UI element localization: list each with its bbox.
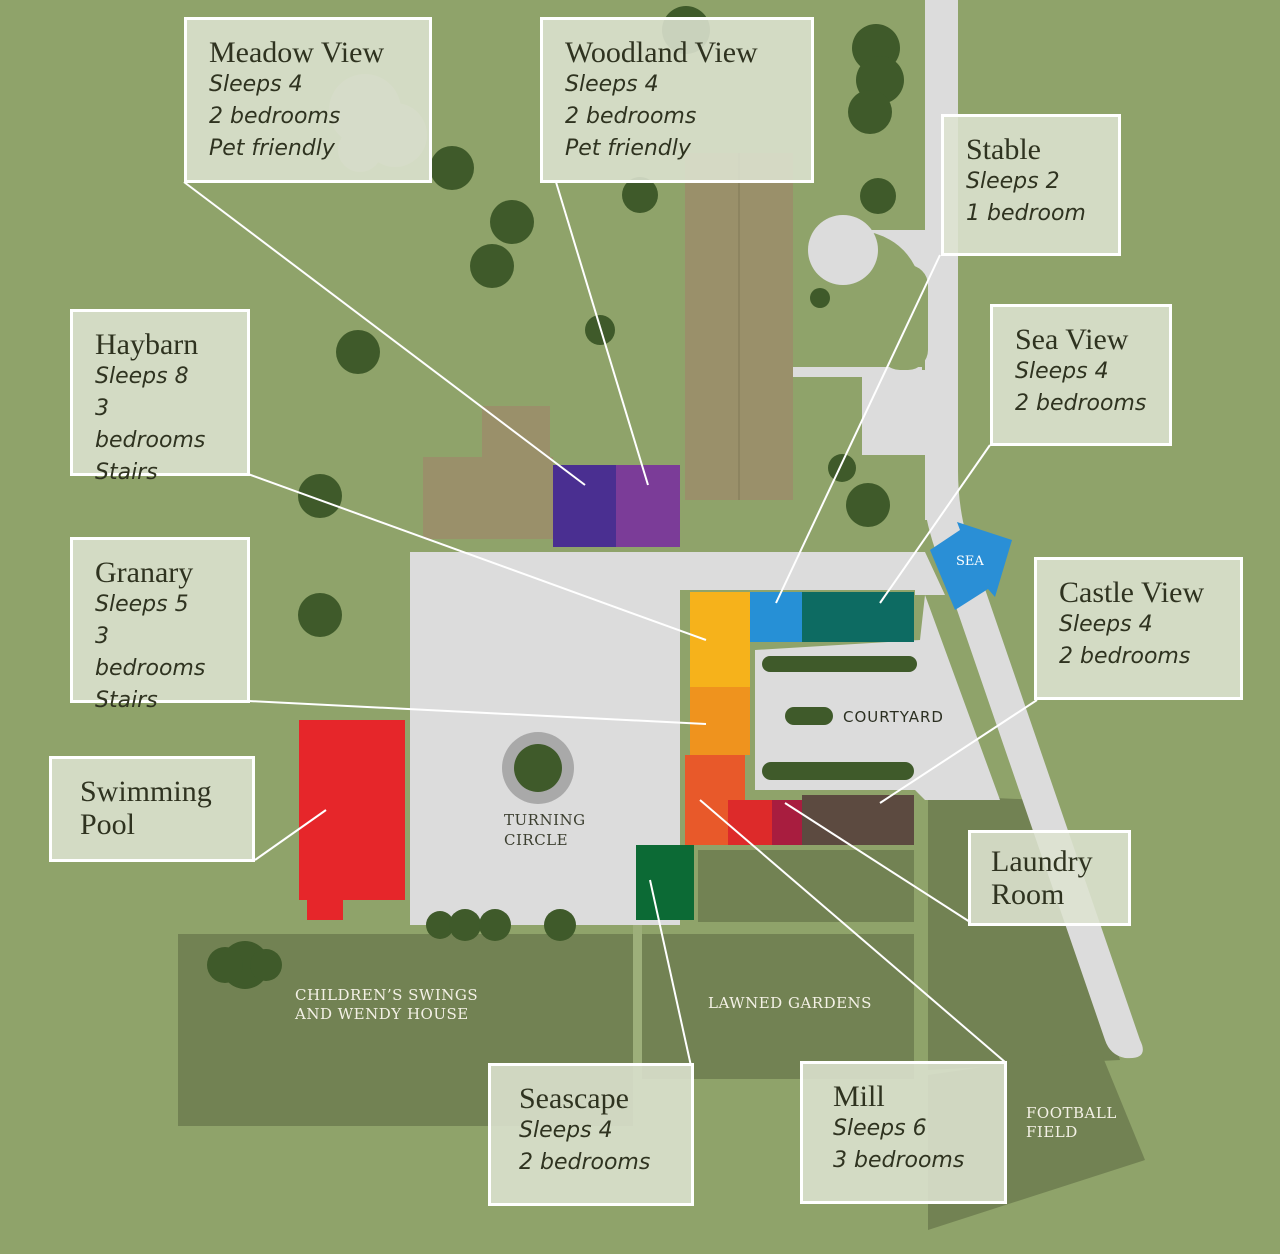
meadow-view-building	[553, 465, 616, 547]
woodland-view-name: Woodland View	[565, 36, 758, 69]
football-label-1: FOOTBALL	[1026, 1104, 1117, 1122]
laundry-building	[772, 800, 802, 845]
granary-sleeps: Sleeps 5	[95, 592, 189, 617]
turning-circle-label-1: TURNING	[504, 811, 586, 829]
roads	[410, 0, 1143, 1059]
stable-building	[750, 592, 802, 642]
castle-view-building	[802, 795, 914, 845]
castle-view-sleeps: Sleeps 4	[1059, 612, 1153, 637]
granary-stairs: Stairs	[95, 688, 158, 713]
seascape-sleeps: Sleeps 4	[519, 1118, 613, 1143]
turnaround-gap	[880, 265, 928, 370]
swimming-pool-annex	[307, 898, 343, 920]
sea-view-building	[802, 592, 914, 642]
haybarn-building	[690, 592, 750, 687]
granary-name: Granary	[95, 556, 194, 589]
turning-circle-tree	[514, 744, 562, 792]
castle-view-bedrooms: 2 bedrooms	[1059, 644, 1191, 669]
stable-sleeps: Sleeps 2	[966, 169, 1060, 194]
castle-view-name: Castle View	[1059, 576, 1205, 609]
label-castle-view: Castle View Sleeps 4 2 bedrooms	[1034, 557, 1243, 700]
woodland-view-building	[616, 465, 680, 547]
football-label-2: FIELD	[1026, 1123, 1078, 1141]
label-haybarn: Haybarn Sleeps 8 3 bedrooms Stairs	[70, 309, 250, 485]
swimming-pool-name: Swimming Pool	[80, 775, 212, 841]
sea-view-bedrooms: 2 bedrooms	[1015, 391, 1147, 416]
turnaround	[808, 215, 878, 285]
meadow-view-sleeps: Sleeps 4	[209, 72, 303, 97]
label-swimming-pool: Swimming Pool	[49, 756, 255, 862]
courtyard-loop	[755, 595, 1000, 800]
granary-building	[690, 687, 750, 755]
mill-red-wing	[728, 800, 775, 845]
sea-view-sleeps: Sleeps 4	[1015, 359, 1109, 384]
lawned-gardens-label: LAWNED GARDENS	[708, 994, 872, 1012]
stable-name: Stable	[966, 133, 1041, 166]
label-woodland-view: Woodland View Sleeps 4 2 bedrooms Pet fr…	[540, 17, 814, 183]
seascape-name: Seascape	[519, 1082, 629, 1115]
turning-circle-label-2: CIRCLE	[504, 831, 568, 849]
label-stable: Stable Sleeps 2 1 bedroom	[941, 114, 1121, 256]
sea-view-name: Sea View	[1015, 323, 1129, 356]
haybarn-stairs: Stairs	[95, 460, 158, 485]
garden-path	[633, 925, 642, 1065]
leader-lines	[183, 181, 1038, 1067]
label-meadow-view: Meadow View Sleeps 4 2 bedrooms Pet frie…	[184, 17, 432, 183]
laundry-room-name: Laundry Room	[991, 845, 1093, 911]
meadow-view-bedrooms: 2 bedrooms	[209, 104, 341, 129]
label-seascape: Seascape Sleeps 4 2 bedrooms	[488, 1063, 694, 1206]
main-road	[925, 0, 1143, 1059]
woodland-view-pets: Pet friendly	[565, 136, 691, 161]
swings-label-2: AND WENDY HOUSE	[294, 1005, 469, 1023]
seascape-building	[636, 845, 694, 920]
courtyard-drive	[410, 552, 945, 925]
label-granary: Granary Sleeps 5 3 bedrooms Stairs	[70, 537, 250, 713]
garden-plot	[698, 850, 914, 922]
mill-name: Mill	[833, 1080, 885, 1113]
meadow-view-pets: Pet friendly	[209, 136, 335, 161]
granary-bedrooms: 3 bedrooms	[95, 624, 206, 681]
sea-arrow	[930, 522, 1012, 610]
lawned-gardens-area	[642, 934, 914, 1079]
seascape-bedrooms: 2 bedrooms	[519, 1150, 651, 1175]
label-laundry-room: Laundry Room	[968, 830, 1131, 926]
haybarn-sleeps: Sleeps 8	[95, 364, 189, 389]
access-lane	[792, 367, 922, 377]
haybarn-bedrooms: 3 bedrooms	[95, 396, 206, 453]
swimming-pool-building	[299, 720, 405, 900]
sea-label: SEA	[956, 554, 984, 569]
mill-bedrooms: 3 bedrooms	[833, 1148, 965, 1173]
woodland-view-sleeps: Sleeps 4	[565, 72, 659, 97]
meadow-view-name: Meadow View	[209, 36, 385, 69]
stable-bedrooms: 1 bedroom	[966, 201, 1086, 226]
mill-sleeps: Sleeps 6	[833, 1116, 927, 1141]
swings-label-1: CHILDREN’S SWINGS	[295, 986, 478, 1004]
label-sea-view: Sea View Sleeps 4 2 bedrooms	[990, 304, 1172, 446]
haybarn-name: Haybarn	[95, 328, 199, 361]
woodland-view-bedrooms: 2 bedrooms	[565, 104, 697, 129]
label-mill: Mill Sleeps 6 3 bedrooms	[800, 1061, 1007, 1204]
courtyard-label: COURTYARD	[843, 708, 944, 726]
trees	[207, 6, 917, 989]
